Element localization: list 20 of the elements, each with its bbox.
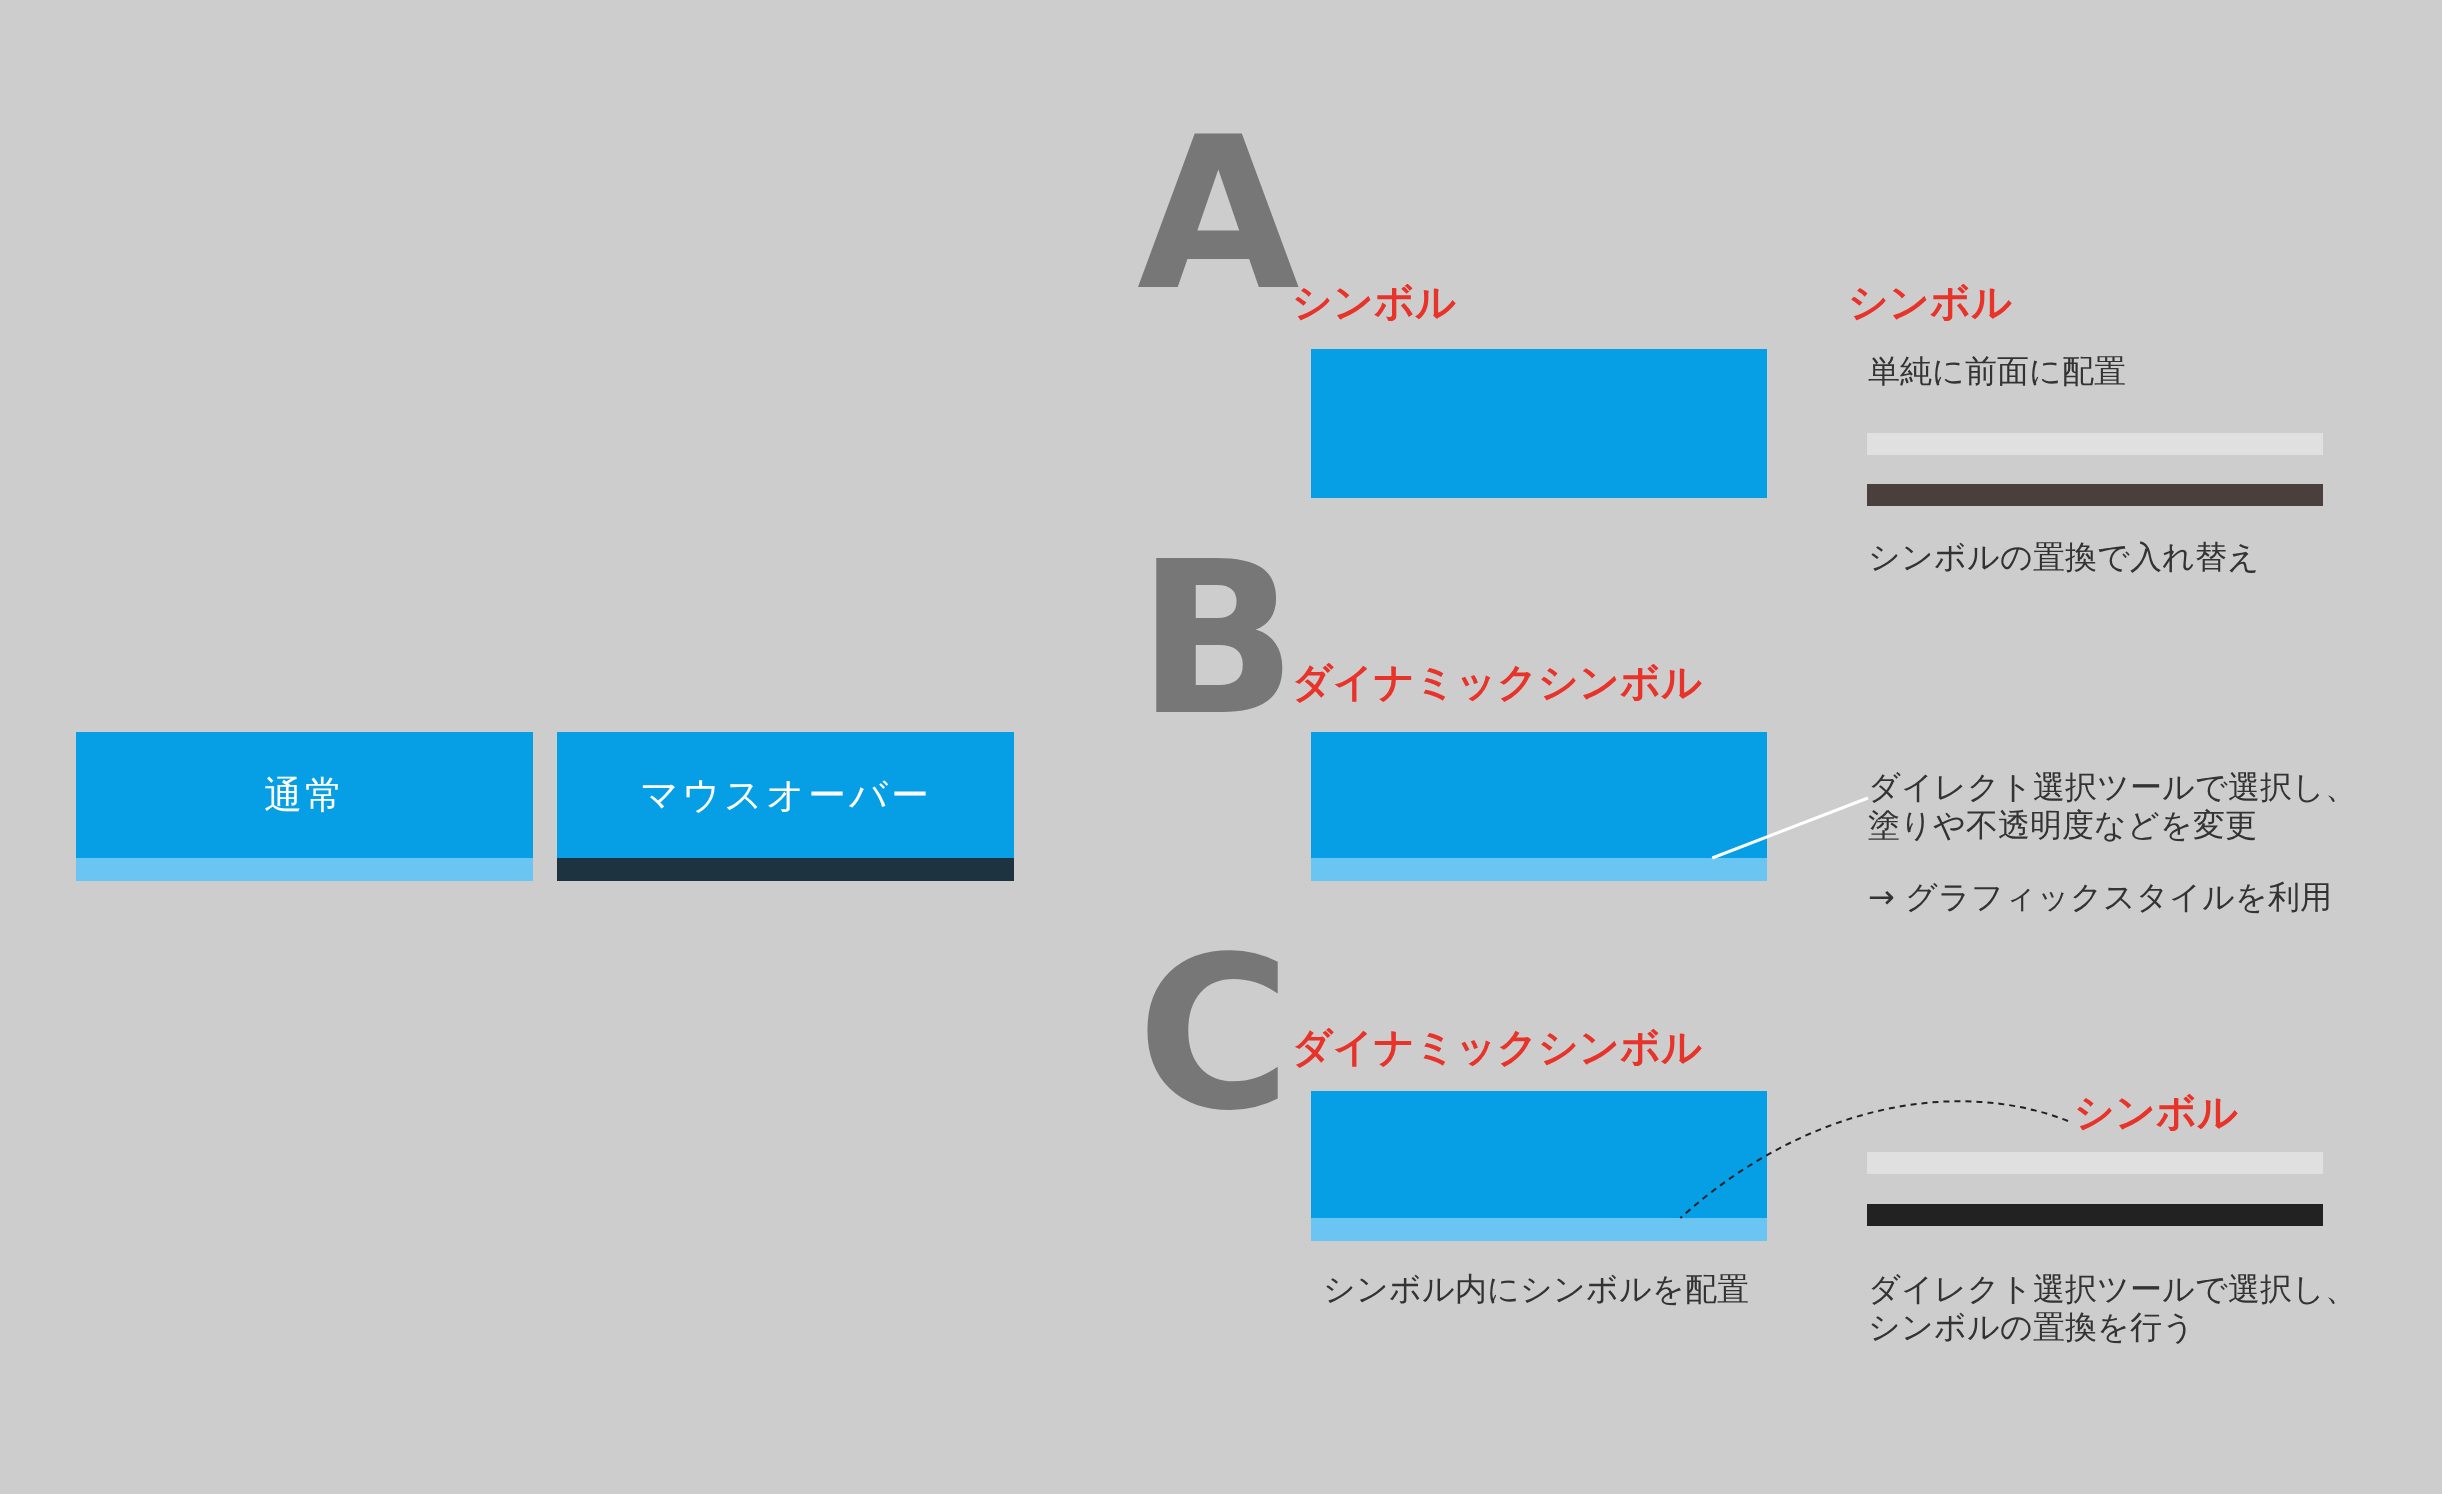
note-text: 単純に前面に配置 <box>1868 352 2127 391</box>
note-text: → グラフィックスタイルを利用 <box>1868 878 2333 917</box>
symbol-box <box>1311 349 1767 498</box>
label: シンボル <box>1848 280 2012 324</box>
symbol-box <box>1311 1091 1767 1241</box>
state-button: 通常 <box>76 732 533 881</box>
symbol-box <box>1311 732 1767 881</box>
label: ダイナミックシンボル <box>1292 660 1702 704</box>
label: シンボル <box>2074 1090 2254 1136</box>
note-text: ダイレクト選択ツールで選択し、塗りや不透明度などを変更 <box>1868 768 2368 856</box>
state-button: マウスオーバー <box>557 732 1014 881</box>
note-text: シンボルの置換で入れ替え <box>1868 538 2261 577</box>
label: ダイナミックシンボル <box>1292 1025 1702 1069</box>
leader-line <box>1679 1100 2069 1219</box>
stripe-bar <box>1311 1218 1767 1241</box>
caption-text: シンボル内にシンボルを配置 <box>1323 1270 1750 1309</box>
section-letter: C <box>1137 930 1292 1140</box>
note-text: ダイレクト選択ツールで選択し、シンボルの置換を行う <box>1868 1270 2358 1347</box>
leader-line <box>1711 796 1869 860</box>
stripe-bar <box>1311 858 1767 881</box>
